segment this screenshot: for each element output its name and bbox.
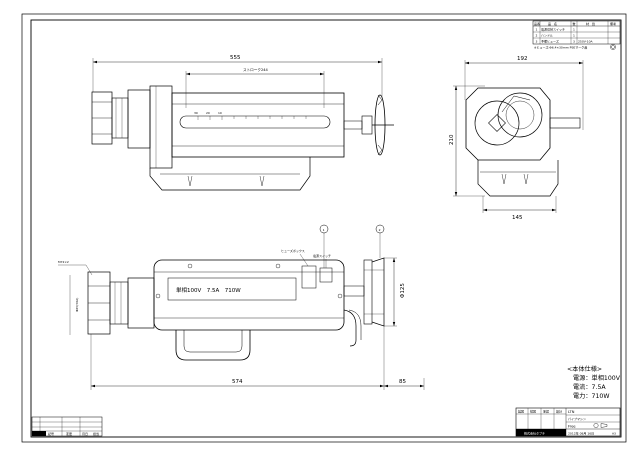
screw-icon: [187, 263, 193, 269]
dim-side-height: 210: [449, 134, 455, 145]
pse-mark-icon: [610, 44, 616, 50]
company-name: 株式会社タブチ: [524, 431, 545, 436]
parts-header-material: 材 質: [586, 21, 595, 26]
parts-header-note: 備考: [610, 21, 616, 26]
sheet-size: A3: [612, 432, 616, 436]
side-view: 192 210 145: [449, 56, 584, 221]
dim-side-base: 145: [512, 215, 523, 221]
fuse-box: [301, 265, 317, 289]
parts-header-no: 品番: [534, 21, 540, 26]
dim-stroke: ストローク244: [243, 67, 269, 72]
product-subtitle: パイプマシン: [568, 416, 586, 421]
parts-row-qty: 3: [573, 40, 575, 44]
pipe-dim-label: Φ65(50A): [75, 298, 79, 312]
parts-row-name: 電源切替スイッチ: [541, 27, 565, 32]
dim-overall-length: 555: [230, 55, 241, 61]
pse-diamond-icon: [610, 44, 616, 50]
inner-border: [30, 19, 622, 438]
company-bar: [516, 429, 566, 436]
parts-row-no: 3: [536, 40, 538, 44]
carry-handle: [175, 330, 251, 361]
drawing-date: 2012年 08月 16日: [568, 431, 594, 436]
screw-icon: [337, 293, 343, 299]
approval-header: 承認: [543, 409, 549, 414]
approval-header: 検図: [530, 409, 536, 414]
fuse-note: ※ヒューズ:Φ6.4×30mm PSEマーク品: [534, 45, 587, 50]
screw-icon: [275, 263, 281, 269]
parts-row-name: 予備ヒューズ: [541, 39, 559, 44]
spec-title: <本体仕様>: [567, 365, 602, 373]
scale-label: 30: [194, 111, 198, 115]
parts-table: 品番 品 名 数 材 質 備考 1 電源切替スイッチ 1 2 ハンドル 1 3 …: [532, 20, 621, 50]
balloon-1-label: 1: [323, 228, 325, 232]
parts-row-qty: 1: [573, 28, 575, 32]
scale-label: 10: [218, 111, 222, 115]
balloon-2-label: 2: [379, 228, 381, 232]
parts-header-qty: 数: [573, 21, 576, 26]
dim-side-width: 192: [517, 56, 528, 62]
spec-line-current: 電流：7.5A: [573, 383, 606, 391]
spec-line-voltage: 電源：単相100V: [573, 374, 621, 382]
rev-header: 月日: [82, 432, 88, 436]
revision-block: 記号 変更 月日 担当: [31, 416, 103, 437]
dim-handle-offset: 85: [399, 379, 406, 385]
approval-header: 設計: [556, 409, 562, 414]
power-switch-callout: 電源スイッチ: [313, 253, 331, 258]
parts-row-no: 1: [536, 28, 538, 32]
rev-header: 変更: [66, 431, 72, 436]
scale-ticks: [197, 116, 307, 120]
rev-header: 記号: [48, 431, 54, 436]
handwheel-bottom: [371, 257, 385, 327]
rating-plate: [167, 277, 297, 301]
scale-label: 20: [206, 111, 210, 115]
parts-header-name: 品 名: [548, 21, 557, 26]
parts-row-material: 250V-10A: [578, 40, 594, 44]
square-drive: [488, 114, 506, 132]
dim-bottom-length: 574: [232, 379, 243, 385]
spec-line-power: 電力：710W: [573, 392, 610, 400]
approval-header: 製図: [518, 409, 524, 414]
parts-row-name: ハンドル: [541, 34, 553, 38]
dim-flange-dia: Φ125: [400, 283, 406, 298]
thread-label: M72×2: [58, 260, 69, 264]
handwheel: [374, 94, 386, 156]
parts-row-no: 2: [536, 34, 538, 38]
bottom-view: M72×2 Φ65(50A) 単相100V 7.5A 710W ヒューズボックス: [58, 224, 425, 390]
power-cord: [343, 309, 357, 347]
title-block: 製図 検図 承認 設計 LTN パイプマシン Free 株式会社タブチ 2012…: [515, 407, 621, 437]
side-housing: [465, 87, 551, 161]
screw-icon: [155, 293, 161, 299]
model-name: Free: [568, 425, 576, 429]
stroke-slot: [179, 115, 331, 129]
projection-cone-icon: [600, 423, 608, 428]
fuse-box-callout: ヒューズボックス: [281, 248, 305, 253]
parts-row-qty: 1: [573, 34, 575, 38]
spec-block: <本体仕様> 電源：単相100V 電流：7.5A 電力：710W: [567, 365, 621, 400]
product-name: LTN: [568, 410, 575, 414]
top-view: 555 ストローク244 30 20: [91, 55, 394, 191]
projection-symbol-icon: [593, 423, 599, 428]
rating-plate-text: 単相100V 7.5A 710W: [176, 286, 241, 294]
rev-header: 担当: [93, 431, 99, 436]
lower-housing: [149, 157, 311, 191]
